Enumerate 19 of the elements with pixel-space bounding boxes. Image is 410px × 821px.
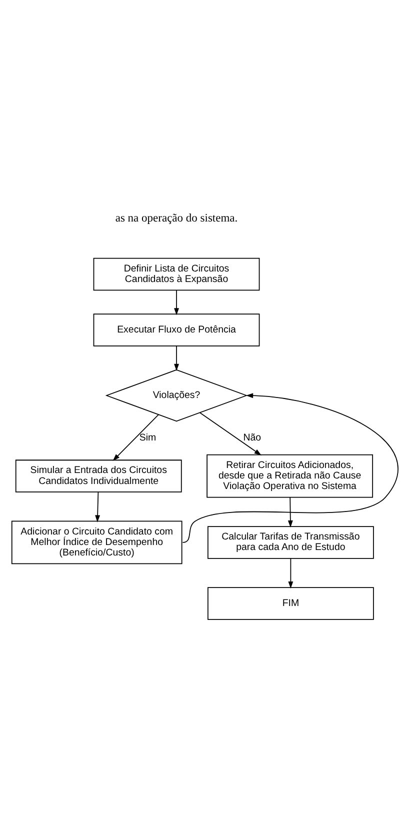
node-box: Retirar Circuitos Adicionados, desde que a Retirada não Cause Violação Operativa no Sistema	[206, 454, 374, 498]
arrow	[182, 392, 398, 542]
arrow	[288, 496, 293, 527]
arrow	[174, 345, 179, 370]
node-box: FIM	[208, 586, 374, 620]
arrow	[174, 290, 179, 315]
arrow	[288, 558, 294, 588]
arrow	[200, 412, 262, 455]
node-box: Calcular Tarifas de Transmissão para cada Ano de Estudo	[208, 526, 374, 558]
arrow	[112, 414, 159, 460]
arrow	[95, 491, 100, 522]
node-box: Executar Fluxo de Potência	[93, 313, 260, 346]
edge-label: Não	[243, 432, 262, 443]
label: as na operação do sistema.	[115, 212, 238, 224]
node-box: Definir Lista de Circuitos Candidatos à Expansão	[93, 257, 260, 290]
node-diamond: Violações?	[105, 368, 248, 422]
node-box: Adicionar o Circuito Candidato com Melhor Índice de Desempenho (Benefício/Custo)	[11, 520, 182, 564]
node-box: Simular a Entrada dos Circuitos Candidatos Individualmente	[15, 459, 182, 492]
edge-label: Sim	[139, 432, 156, 443]
